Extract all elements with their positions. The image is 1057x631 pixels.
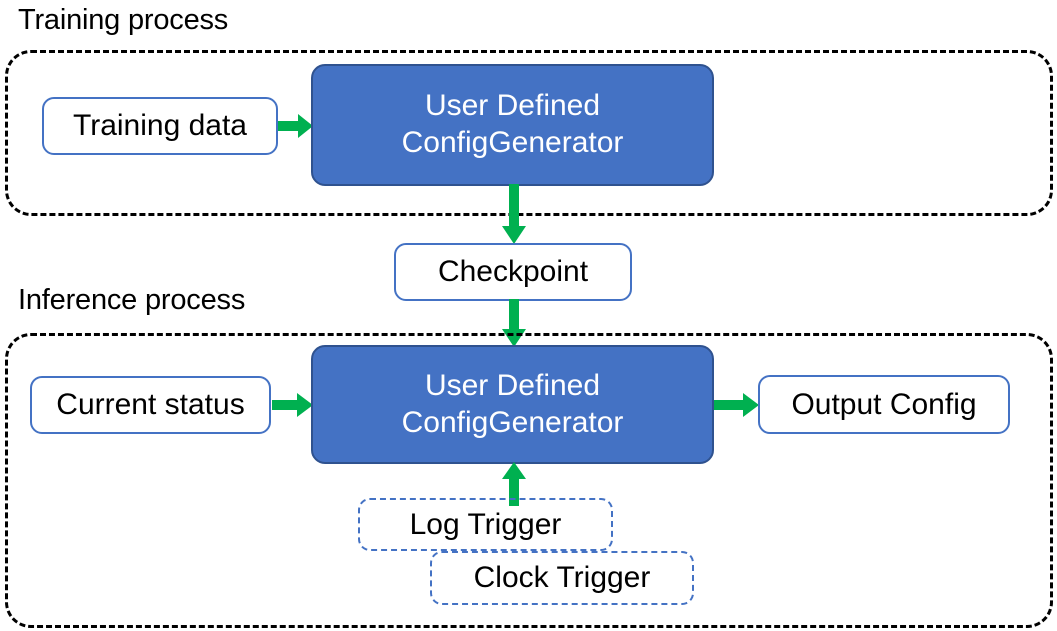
output-config-box[interactable]: Output Config (758, 375, 1010, 434)
training-data-label: Training data (73, 109, 247, 143)
arrow-training-data-to-generator (278, 112, 314, 140)
arrow-triggers-to-generator (500, 462, 528, 507)
checkpoint-label: Checkpoint (437, 255, 589, 289)
current-status-box[interactable]: Current status (30, 376, 271, 434)
training-data-box[interactable]: Training data (42, 97, 278, 155)
inference-config-generator-line1: User Defined (424, 368, 601, 402)
clock-trigger-box[interactable]: Clock Trigger (430, 551, 694, 605)
training-process-container (5, 50, 1053, 216)
training-process-title: Training process (18, 4, 229, 36)
training-config-generator-line2: ConfigGenerator (401, 126, 624, 159)
arrow-generator-to-output-config (714, 391, 760, 419)
output-config-label: Output Config (791, 387, 977, 421)
inference-config-generator-line2: ConfigGenerator (401, 405, 624, 439)
current-status-label: Current status (56, 388, 245, 422)
checkpoint-box[interactable]: Checkpoint (394, 243, 632, 301)
inference-process-container (5, 333, 1053, 628)
clock-trigger-label: Clock Trigger (473, 561, 651, 595)
log-trigger-box[interactable]: Log Trigger (358, 498, 613, 551)
arrow-current-status-to-generator (272, 391, 314, 419)
arrow-generator-to-checkpoint (500, 184, 528, 246)
inference-process-title: Inference process (18, 284, 246, 316)
training-config-generator-line1: User Defined (424, 89, 601, 123)
training-config-generator-box[interactable]: User Defined ConfigGenerator (311, 64, 714, 186)
log-trigger-label: Log Trigger (409, 507, 562, 541)
inference-config-generator-box[interactable]: User Defined ConfigGenerator (311, 345, 714, 464)
